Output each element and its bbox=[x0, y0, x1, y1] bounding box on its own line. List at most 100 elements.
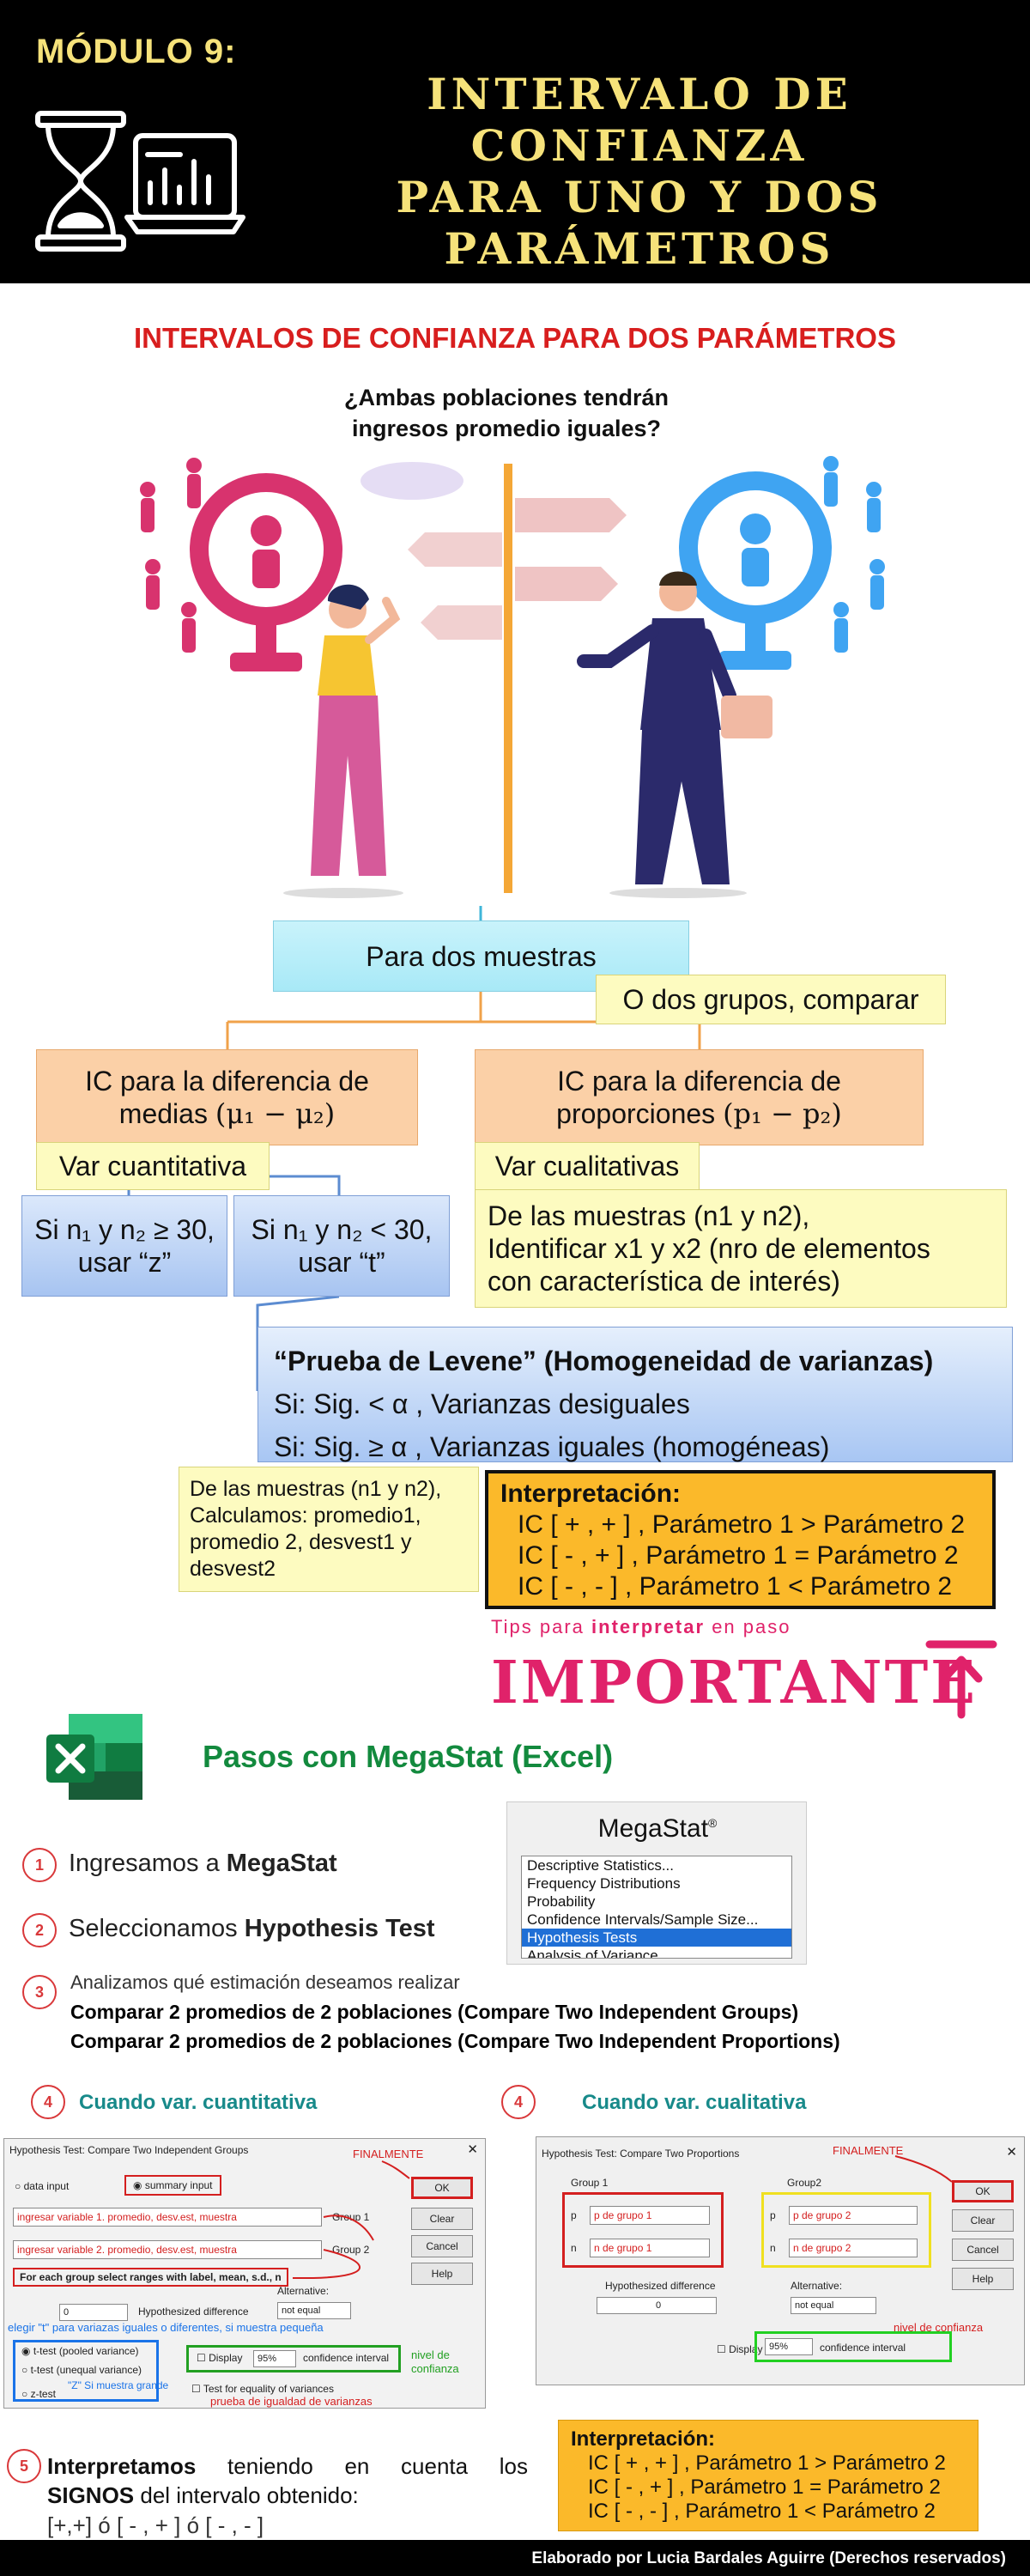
dialog2-cancel-button[interactable]: Cancel bbox=[952, 2239, 1014, 2261]
radio-t-pooled[interactable]: ◉ t-test (pooled variance) bbox=[21, 2345, 139, 2357]
clear-button[interactable]: Clear bbox=[411, 2208, 473, 2230]
pink-people-icons bbox=[140, 458, 202, 653]
box-ic-proportions: IC para la diferencia de proporciones (p… bbox=[475, 1049, 924, 1145]
step-3-line-2: Comparar 2 promedios de 2 poblaciones (C… bbox=[70, 2030, 840, 2052]
module-label: MÓDULO 9: bbox=[36, 33, 237, 70]
header-banner bbox=[0, 0, 1030, 283]
menu-item-confidence[interactable]: Confidence Intervals/Sample Size... bbox=[527, 1911, 759, 1928]
box-levene-test: “Prueba de Levene” (Homogeneidad de vari… bbox=[258, 1327, 1013, 1462]
interp2-line-2: IC [ - , + ] , Parámetro 1 = Parámetro 2 bbox=[588, 2476, 941, 2499]
step-4-left-label: Cuando var. cuantitativa bbox=[79, 2091, 318, 2114]
importante-heading: IMPORTANTE bbox=[491, 1649, 978, 1717]
levene-line-2: Si: Sig. ≥ α , Varianzas iguales (homogé… bbox=[274, 1431, 830, 1462]
identify-line-2: Identificar x1 y x2 (nro de elementos bbox=[488, 1233, 930, 1264]
dialog1-blue-note: elegir "t" para variazas iguales o difer… bbox=[8, 2321, 324, 2334]
step-5-bold-2: SIGNOS bbox=[47, 2482, 135, 2508]
dialog2-title: Hypothesis Test: Compare Two Proportions bbox=[542, 2148, 740, 2160]
box-interpretation-2: Interpretación: IC [ + , + ] , Parámetro… bbox=[558, 2420, 978, 2531]
ic-means-line-1: IC para la diferencia de bbox=[85, 1066, 369, 1097]
radio-summary-input[interactable]: ◉ summary input bbox=[124, 2175, 221, 2196]
dialog2-help-button[interactable]: Help bbox=[952, 2268, 1014, 2290]
calc-line-3: promedio 2, desvest1 y bbox=[190, 1530, 412, 1554]
dialog1-nivel: nivel de confianza bbox=[411, 2348, 459, 2375]
help-button[interactable]: Help bbox=[411, 2263, 473, 2285]
group1-box bbox=[562, 2192, 724, 2268]
menu-item-descriptive[interactable]: Descriptive Statistics... bbox=[527, 1857, 674, 1874]
tips-note: Tips para interpretar en paso bbox=[491, 1616, 791, 1638]
levene-title: “Prueba de Levene” (Homogeneidad de vari… bbox=[274, 1346, 934, 1376]
registered-mark: ® bbox=[708, 1816, 718, 1830]
step-4-right-number: 4 bbox=[501, 2085, 536, 2119]
group1-label: Group 1 bbox=[332, 2211, 370, 2223]
menu-item-anova[interactable]: Analysis of Variance... bbox=[527, 1947, 670, 1959]
radio-data-input[interactable]: ○ data input bbox=[15, 2180, 70, 2192]
step-2-bold: Hypothesis Test bbox=[244, 1915, 435, 1942]
menu-item-frequency[interactable]: Frequency Distributions bbox=[527, 1875, 681, 1892]
interpretation-line-2: IC [ - , + ] , Parámetro 1 = Parámetro 2 bbox=[518, 1541, 959, 1570]
tips-bold: interpretar bbox=[591, 1616, 706, 1637]
calc-line-4: desvest2 bbox=[190, 1557, 276, 1581]
footer-bar: Elaborado por Lucia Bardales Aguirre (De… bbox=[0, 2540, 1030, 2576]
page-title: INTERVALO DE CONFIANZA PARA UNO Y DOS PA… bbox=[283, 69, 996, 275]
interp2-line-1: IC [ + , + ] , Parámetro 1 > Parámetro 2 bbox=[588, 2451, 946, 2475]
step-5-number: 5 bbox=[7, 2449, 41, 2483]
dialog2-close-icon[interactable]: ✕ bbox=[1006, 2145, 1017, 2160]
dialog-compare-groups: Hypothesis Test: Compare Two Independent… bbox=[3, 2138, 486, 2409]
display-checkbox[interactable]: ☐ Display bbox=[197, 2352, 243, 2364]
dialog2-alternative-label: Alternative: bbox=[791, 2280, 843, 2292]
excel-icon bbox=[46, 1714, 142, 1800]
box-var-qualitative: Var cualitativas bbox=[475, 1142, 700, 1190]
ok-button[interactable]: OK bbox=[411, 2177, 473, 2199]
radio-t-unequal[interactable]: ○ t-test (unequal variance) bbox=[21, 2364, 142, 2376]
p-group2-input[interactable]: p de grupo 2 bbox=[789, 2206, 918, 2225]
ic-means-formula: (μ₁ − μ₂) bbox=[215, 1097, 336, 1130]
hourglass-laptop-icon bbox=[35, 111, 245, 252]
step-1-text: Ingresamos a MegaStat bbox=[69, 1850, 337, 1877]
dialog2-group2-label: Group2 bbox=[787, 2177, 822, 2189]
step-5-bold-1: Interpretamos bbox=[47, 2453, 197, 2479]
cancel-button[interactable]: Cancel bbox=[411, 2235, 473, 2257]
tips-suffix: en paso bbox=[712, 1616, 791, 1637]
dialog1-finalmente: FINALMENTE bbox=[353, 2148, 424, 2160]
box-calculate: De las muestras (n1 y n2), Calculamos: p… bbox=[179, 1467, 479, 1592]
dialog2-hyp-input[interactable]: 0 bbox=[597, 2297, 717, 2314]
menu-item-probability[interactable]: Probability bbox=[527, 1893, 596, 1910]
dialog1-title: Hypothesis Test: Compare Two Independent… bbox=[9, 2144, 249, 2156]
tips-prefix: Tips para bbox=[491, 1616, 585, 1637]
dialog2-alternative-select[interactable]: not equal bbox=[791, 2297, 876, 2314]
title-line-3: PARÁMETROS bbox=[444, 223, 835, 274]
confidence-select[interactable]: 95% bbox=[253, 2350, 296, 2367]
title-line-1: INTERVALO DE CONFIANZA bbox=[427, 69, 852, 171]
dialog-compare-proportions: Hypothesis Test: Compare Two Proportions… bbox=[536, 2136, 1025, 2385]
dialog2-finalmente: FINALMENTE bbox=[833, 2144, 904, 2157]
woman-figure bbox=[283, 584, 403, 898]
z-line-2: usar “z” bbox=[77, 1247, 172, 1278]
n-group1-input[interactable]: n de grupo 1 bbox=[590, 2239, 710, 2257]
box-ic-means: IC para la diferencia de medias (μ₁ − μ₂… bbox=[36, 1049, 418, 1145]
pink-person-icon bbox=[190, 473, 342, 671]
group2-input[interactable]: ingresar variable 2. promedio, desv.est,… bbox=[13, 2240, 322, 2259]
dialog2-display-checkbox[interactable]: ☐ Display bbox=[717, 2343, 763, 2355]
n-group2-input[interactable]: n de grupo 2 bbox=[789, 2239, 918, 2257]
dialog2-clear-button[interactable]: Clear bbox=[952, 2209, 1014, 2232]
equality-checkbox[interactable]: ☐ Test for equality of variances bbox=[191, 2383, 334, 2395]
blue-people-icons bbox=[823, 456, 885, 653]
dialog2-nivel: nivel de confianza bbox=[894, 2321, 984, 2334]
dialog2-ok-button[interactable]: OK bbox=[952, 2180, 1014, 2202]
box-use-t: Si n₁ y n₂ < 30, usar “t” bbox=[233, 1195, 450, 1297]
hypothesized-difference-input[interactable]: 0 bbox=[59, 2304, 128, 2321]
radio-z-test[interactable]: ○ z-test bbox=[21, 2388, 56, 2400]
dialog2-confidence-select[interactable]: 95% bbox=[765, 2338, 813, 2355]
interpretation-line-3: IC [ - , - ] , Parámetro 1 < Parámetro 2 bbox=[518, 1572, 953, 1601]
dialog2-hyp-label: Hypothesized difference bbox=[605, 2280, 716, 2292]
display-ci-group bbox=[186, 2345, 401, 2372]
dialog1-instruction: For each group select ranges with label,… bbox=[13, 2268, 288, 2287]
group1-input[interactable]: ingresar variable 1. promedio, desv.est,… bbox=[13, 2208, 322, 2227]
step-1-bold: MegaStat bbox=[226, 1850, 337, 1877]
p-group1-input[interactable]: p de grupo 1 bbox=[590, 2206, 710, 2225]
test-type-group bbox=[13, 2340, 159, 2402]
alternative-select[interactable]: not equal bbox=[277, 2302, 351, 2319]
blue-person-icon bbox=[679, 471, 832, 670]
menu-item-hypothesis-tests[interactable]: Hypothesis Tests bbox=[522, 1929, 791, 1947]
dialog1-close-icon[interactable]: ✕ bbox=[467, 2142, 478, 2157]
